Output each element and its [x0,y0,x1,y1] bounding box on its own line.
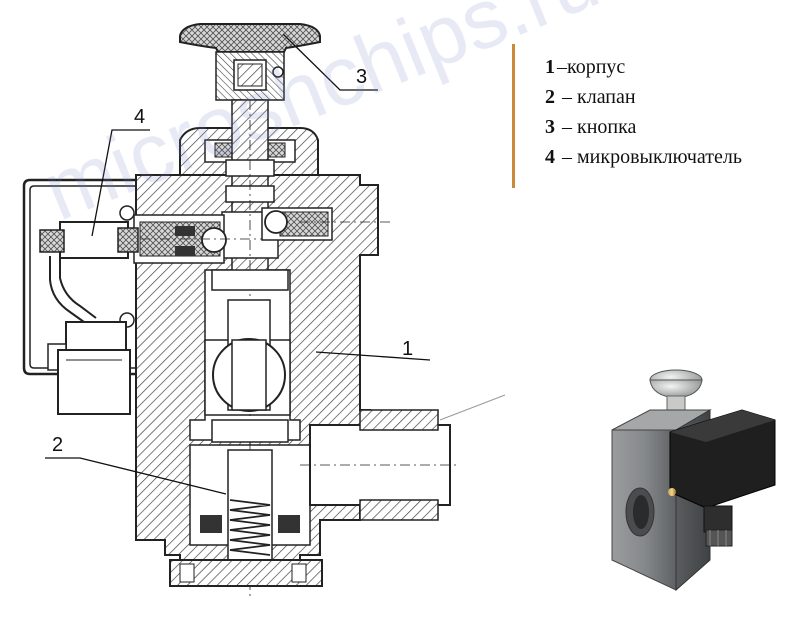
microswitch-housing [22,178,138,376]
legend-num: 4 [545,146,555,168]
legend-num: 3 [545,116,555,138]
legend-text: – клапан [557,86,636,108]
callout-1: 1 [402,338,414,360]
legend-num: 2 [545,86,555,108]
callout-4: 4 [134,106,146,128]
valve-photo [611,369,776,592]
legend-item-1: 1–корпус [545,52,742,82]
electrical-connector [47,321,131,415]
legend-item-3: 3 – кнопка [545,112,742,142]
valve-ball [211,269,289,443]
legend-item-2: 2 – клапан [545,82,742,112]
microswitch [39,205,139,328]
legend: 1–корпус 2 – клапан 3 – кнопка 4 – микро… [512,44,742,188]
outlet-fitting [300,394,506,521]
callout-2: 2 [52,434,64,456]
callout-3: 3 [356,66,368,88]
legend-text: – кнопка [557,116,637,138]
legend-text: – микровыключатель [557,146,742,168]
valve-stem [221,99,279,600]
leader-lines [45,33,431,495]
detent-plug [261,207,390,241]
push-button [179,23,321,101]
legend-item-4: 4 – микровыключатель [545,142,742,172]
legend-text: –корпус [557,56,626,78]
bottom-cap [169,559,323,587]
legend-num: 1 [545,56,555,78]
